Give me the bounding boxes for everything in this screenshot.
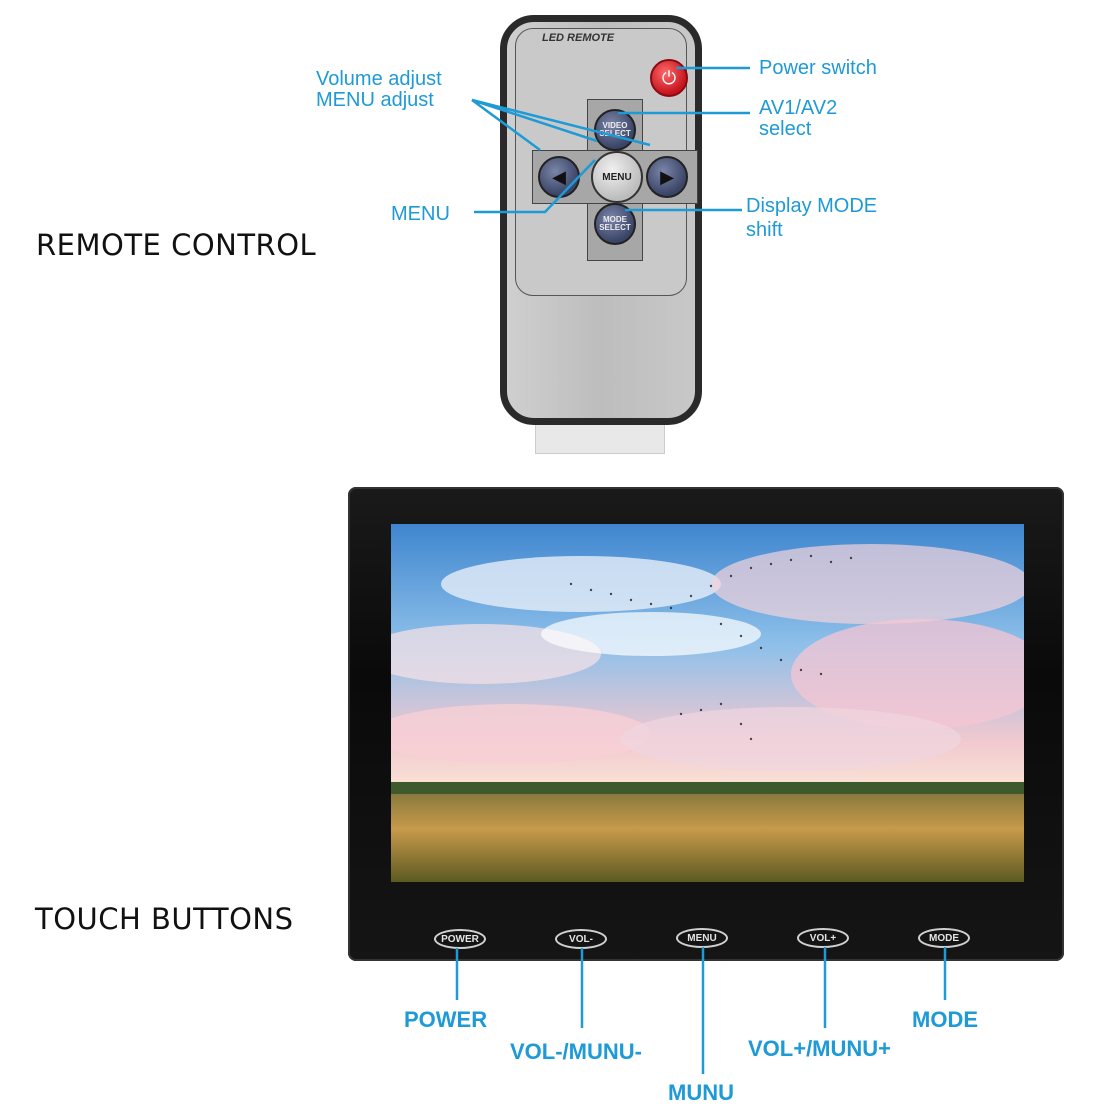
callout-volume-adjust: Volume adjust bbox=[316, 68, 442, 90]
mode-select-label: MODE SELECT bbox=[599, 215, 631, 232]
power-icon: ⏻ bbox=[661, 67, 677, 88]
remote-brand-label: LED REMOTE bbox=[542, 32, 615, 44]
right-arrow-icon: ▶ bbox=[660, 166, 674, 187]
callout-touch-menu: MUNU bbox=[668, 1080, 734, 1105]
touch-menu-button[interactable]: MENU bbox=[676, 928, 728, 948]
remote-menu-button[interactable]: MENU bbox=[591, 151, 643, 203]
callout-menu: MENU bbox=[391, 203, 450, 225]
left-arrow-icon: ◀ bbox=[552, 166, 566, 187]
video-select-label: VIDEO SELECT bbox=[599, 121, 631, 138]
callout-menu-adjust: MENU adjust bbox=[316, 89, 434, 111]
mode-select-button[interactable]: MODE SELECT bbox=[594, 203, 636, 245]
callout-av-select-line2: select bbox=[759, 118, 812, 140]
callout-touch-power: POWER bbox=[404, 1007, 488, 1032]
video-select-button[interactable]: VIDEO SELECT bbox=[594, 109, 636, 151]
right-button[interactable]: ▶ bbox=[646, 156, 688, 198]
remote-battery-tab bbox=[535, 424, 665, 454]
callout-power-switch: Power switch bbox=[759, 57, 877, 79]
monitor-screen bbox=[391, 524, 1024, 882]
remote-control-title: REMOTE CONTROL bbox=[36, 228, 317, 262]
callout-display-mode-line1: Display MODE bbox=[746, 195, 878, 217]
touch-buttons-title: TOUCH BUTTONS bbox=[35, 902, 294, 936]
callout-display-mode-line2: shift bbox=[746, 219, 783, 241]
touch-vol-plus-button[interactable]: VOL+ bbox=[797, 928, 849, 948]
touch-power-button[interactable]: POWER bbox=[434, 929, 486, 949]
remote-button-panel: LED REMOTE ⏻ VIDEO SELECT ◀ ▶ MENU MODE … bbox=[515, 28, 698, 296]
touch-vol-minus-button[interactable]: VOL- bbox=[555, 929, 607, 949]
touch-mode-button[interactable]: MODE bbox=[918, 928, 970, 948]
callout-touch-vol-minus: VOL-/MUNU- bbox=[510, 1039, 642, 1064]
remote-control: LED REMOTE ⏻ VIDEO SELECT ◀ ▶ MENU MODE … bbox=[500, 15, 702, 425]
callout-av-select-line1: AV1/AV2 bbox=[759, 97, 838, 119]
remote-power-button[interactable]: ⏻ bbox=[650, 59, 688, 97]
callout-touch-vol-plus: VOL+/MUNU+ bbox=[748, 1036, 892, 1061]
left-button[interactable]: ◀ bbox=[538, 156, 580, 198]
landscape-image bbox=[391, 524, 1024, 882]
callout-touch-mode: MODE bbox=[912, 1007, 978, 1032]
